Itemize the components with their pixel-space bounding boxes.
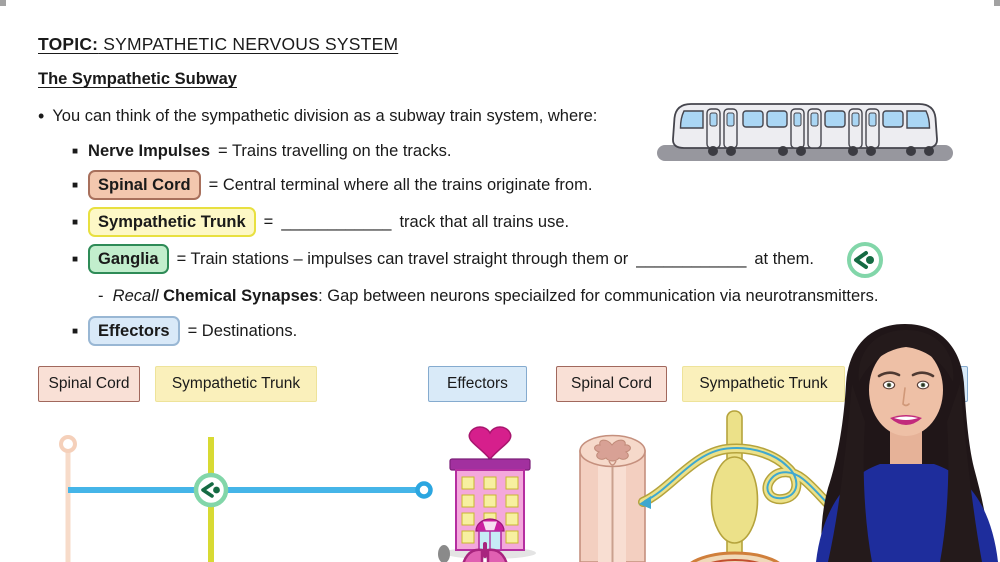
square-bullet: ■ [72, 146, 79, 157]
train-doors [848, 108, 880, 149]
presenter-hair-strand [828, 384, 872, 562]
effectors-line: ■ Effectors = Destinations. [72, 316, 297, 346]
fill-in-blank: ____________ [281, 212, 392, 231]
bullet-dot: • [38, 106, 45, 126]
subway-map-diagram [59, 426, 536, 562]
ganglia-term: Ganglia [88, 244, 169, 274]
heart-building-icon [444, 426, 536, 559]
blue-route-line [68, 481, 433, 499]
presenter-face [869, 344, 943, 436]
nerve-impulses-line: ■ Nerve Impulses = Trains travelling on … [72, 142, 452, 160]
train-doors [706, 108, 738, 149]
presenter-features [877, 371, 935, 425]
chemical-synapses-term: Chemical Synapses [163, 287, 319, 305]
spinal-cord-line: ■ Spinal Cord = Central terminal where a… [72, 170, 592, 200]
subway-train-icon [657, 103, 953, 161]
square-bullet: ■ [72, 179, 79, 191]
effectors-term: Effectors [88, 316, 180, 346]
square-bullet: ■ [72, 325, 79, 337]
train-wheels [708, 146, 934, 156]
preganglionic-nerve-path [638, 443, 836, 512]
topic-title: SYMPATHETIC NERVOUS SYSTEM [98, 34, 399, 54]
ganglia-line: ■ Ganglia = Train stations – impulses ca… [72, 244, 814, 274]
spinal-cord-anatomy-diagram [579, 410, 836, 562]
spinal-cord-term: Spinal Cord [88, 170, 201, 200]
screen-corner-artifact [994, 0, 1000, 6]
sympathetic-trunk-line: ■ Sympathetic Trunk = ____________ track… [72, 207, 569, 237]
topic-label: TOPIC: [38, 34, 99, 54]
map-label-sympathetic-trunk-right: Sympathetic Trunk [682, 366, 845, 402]
square-bullet: ■ [72, 216, 79, 228]
square-bullet: ■ [72, 253, 79, 265]
page-title: TOPIC: SYMPATHETIC NERVOUS SYSTEM [38, 34, 398, 55]
section-title: The Sympathetic Subway [38, 70, 237, 88]
intro-line: • You can think of the sympathetic divis… [38, 106, 598, 126]
sympathetic-ganglion [710, 456, 759, 544]
presenter-hair-front [858, 330, 954, 382]
nerve-impulses-term: Nerve Impulses [88, 142, 211, 160]
recall-word: Recall [112, 287, 159, 305]
fill-in-blank: ____________ [636, 249, 747, 268]
station-logo-icon [847, 242, 883, 278]
lungs-icon [438, 542, 508, 562]
lower-ganglion [690, 551, 780, 562]
map-label-spinal-cord-left: Spinal Cord [38, 366, 140, 402]
spinal-cord-line [59, 435, 77, 562]
presenter-video-overlay [816, 324, 998, 562]
sympathetic-trunk-term: Sympathetic Trunk [88, 207, 256, 237]
presenter-hair-strand [940, 384, 982, 562]
ganglion-station-icon [193, 472, 229, 508]
map-label-spinal-cord-right: Spinal Cord [556, 366, 667, 402]
recall-line: - Recall Chemical Synapses: Gap between … [98, 287, 879, 305]
screen-corner-artifact [0, 0, 6, 6]
map-label-sympathetic-trunk-left: Sympathetic Trunk [155, 366, 317, 402]
map-label-effectors-left: Effectors [428, 366, 527, 402]
spinal-cord-section [579, 434, 646, 562]
